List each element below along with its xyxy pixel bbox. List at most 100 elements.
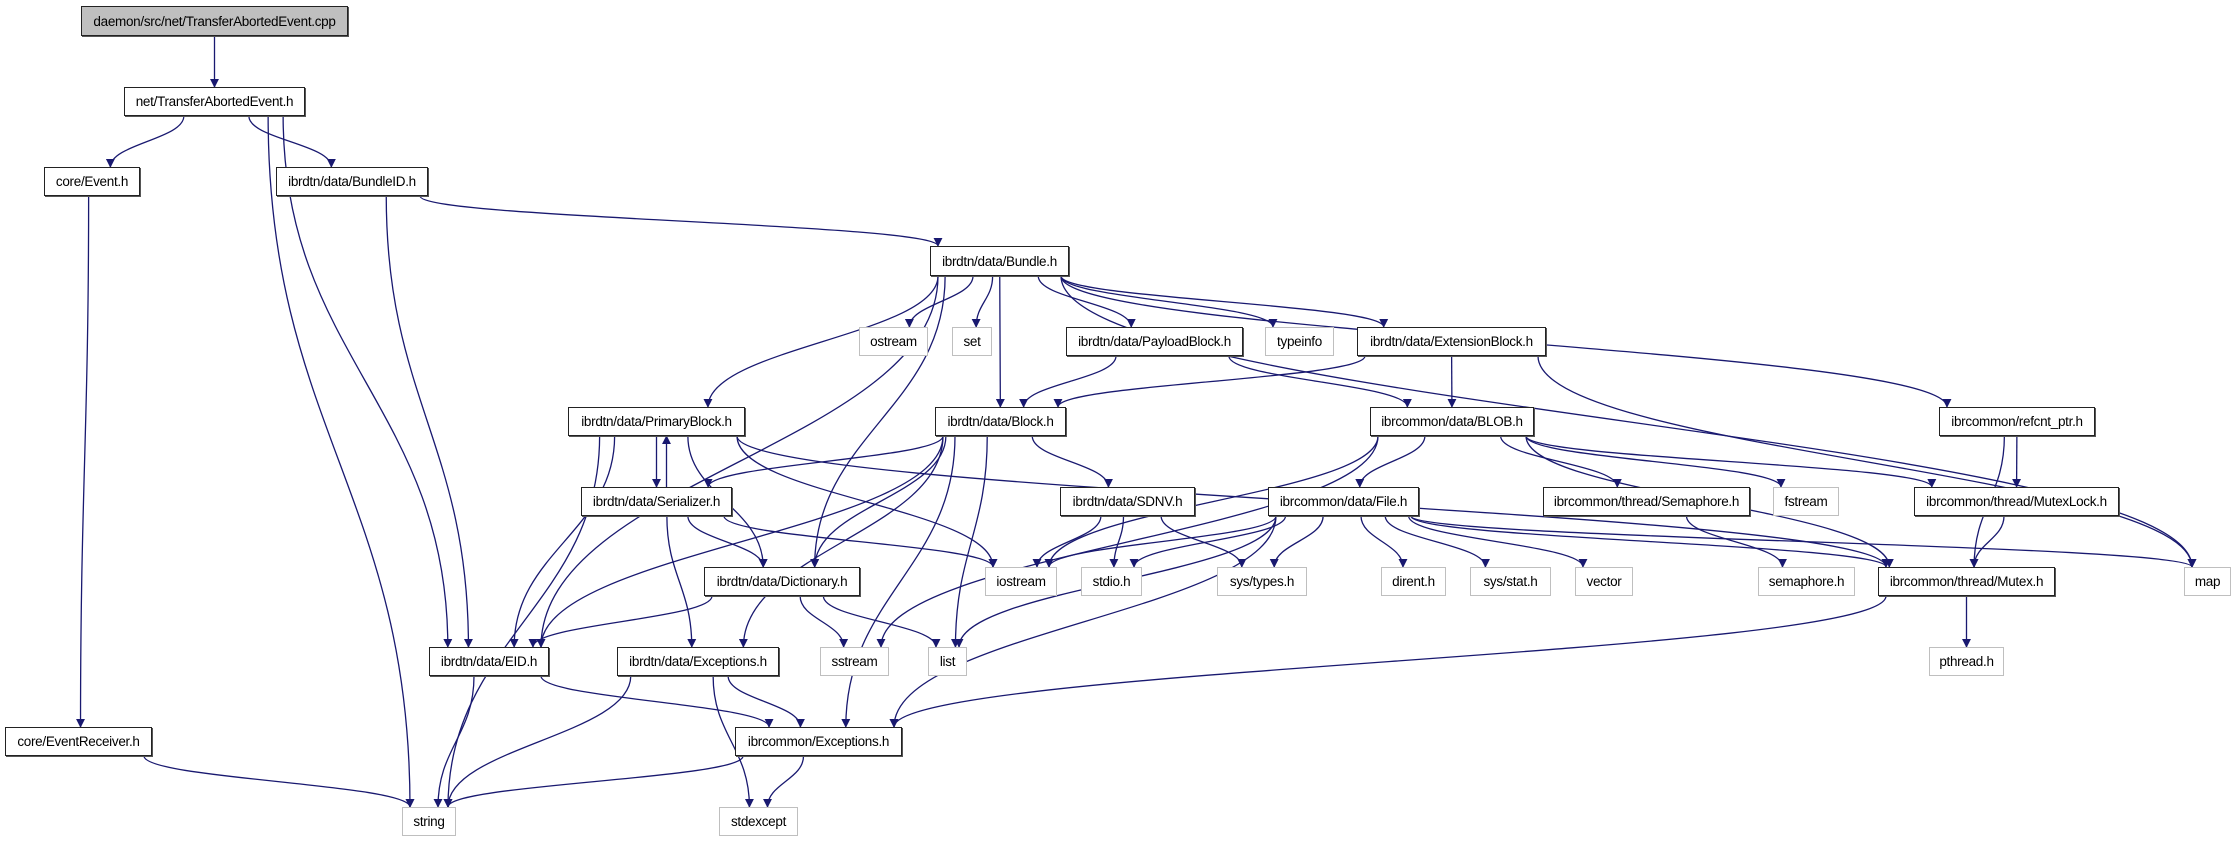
- node-label: ibrdtn/data/Serializer.h: [592, 494, 721, 509]
- edge-event-to-eventreceiver: [75, 195, 90, 728]
- node-serializer[interactable]: ibrdtn/data/Serializer.h: [581, 487, 732, 516]
- edge-extension-to-map: [1537, 355, 2197, 568]
- edge-exceptions-to-stdexcept: [712, 675, 754, 808]
- edge-file-to-stdio: [1129, 515, 1287, 568]
- edge-payload-to-blob: [1228, 355, 1412, 408]
- node-label: core/EventReceiver.h: [17, 734, 140, 749]
- node-label: sys/types.h: [1229, 574, 1295, 589]
- node-semaphore[interactable]: ibrcommon/thread/Semaphore.h: [1543, 487, 1750, 516]
- node-label: vector: [1586, 574, 1622, 589]
- node-label: ibrdtn/data/Block.h: [947, 414, 1054, 429]
- edge-bundle-to-typeinfo: [1060, 275, 1278, 328]
- node-label: ibrdtn/data/Exceptions.h: [629, 654, 767, 669]
- edge-blob-to-mutexlock: [1525, 435, 1937, 488]
- node-primary[interactable]: ibrdtn/data/PrimaryBlock.h: [568, 407, 745, 436]
- node-label: ibrdtn/data/EID.h: [440, 654, 538, 669]
- edge-blob-to-file: [1355, 435, 1426, 488]
- node-map: map: [2184, 567, 2231, 596]
- node-extension[interactable]: ibrdtn/data/ExtensionBlock.h: [1357, 327, 1546, 356]
- edge-extension-to-block: [1053, 355, 1366, 408]
- node-stdio: stdio.h: [1081, 567, 1142, 596]
- node-eventreceiver[interactable]: core/EventReceiver.h: [5, 727, 152, 756]
- node-bundleid[interactable]: ibrdtn/data/BundleID.h: [276, 167, 428, 196]
- node-label: stdio.h: [1092, 574, 1131, 589]
- edge-bundle-to-primary: [703, 275, 939, 408]
- edge-exceptions-to-icexceptions: [727, 675, 805, 728]
- node-dictionary[interactable]: ibrdtn/data/Dictionary.h: [704, 567, 860, 596]
- node-icexceptions[interactable]: ibrcommon/Exceptions.h: [735, 727, 902, 756]
- edge-serializer-to-exceptions: [666, 515, 697, 648]
- node-label: string: [413, 814, 445, 829]
- node-label: typeinfo: [1277, 334, 1322, 349]
- node-vector: vector: [1575, 567, 1633, 596]
- edge-tae-to-string: [267, 115, 415, 808]
- node-label: core/Event.h: [55, 174, 129, 189]
- node-label: fstream: [1784, 494, 1828, 509]
- edge-blob-to-iostream: [1044, 435, 1379, 568]
- node-label: list: [939, 654, 956, 669]
- node-pthread: pthread.h: [1929, 647, 2004, 676]
- edge-primary-to-eid: [509, 435, 616, 648]
- node-label: sstream: [831, 654, 878, 669]
- node-payload[interactable]: ibrdtn/data/PayloadBlock.h: [1066, 327, 1243, 356]
- edge-file-to-dirent: [1360, 515, 1408, 568]
- node-label: ibrcommon/thread/Semaphore.h: [1553, 494, 1740, 509]
- node-iostream: iostream: [985, 567, 1057, 596]
- edge-sdnv-to-systypes: [1160, 515, 1247, 568]
- node-label: ibrcommon/thread/MutexLock.h: [1926, 494, 2107, 509]
- node-label: ibrdtn/data/Bundle.h: [942, 253, 1057, 269]
- node-label: map: [2194, 574, 2221, 589]
- edge-block-to-list: [950, 435, 988, 648]
- edge-file-to-icexceptions: [889, 515, 1277, 728]
- edge-bundle-to-set: [971, 275, 994, 328]
- node-label: ibrcommon/data/BLOB.h: [1381, 414, 1523, 429]
- node-mutexlock[interactable]: ibrcommon/thread/MutexLock.h: [1914, 487, 2119, 516]
- node-blob[interactable]: ibrcommon/data/BLOB.h: [1370, 407, 1534, 436]
- node-eid[interactable]: ibrdtn/data/EID.h: [429, 647, 549, 676]
- edge-blob-to-sstream: [876, 435, 1379, 648]
- node-bundle[interactable]: ibrdtn/data/Bundle.h: [930, 246, 1069, 276]
- edge-tae-to-bundleid: [248, 115, 336, 168]
- edge-block-to-serializer: [703, 435, 944, 488]
- edge-serializer-to-dictionary: [687, 515, 768, 568]
- edge-mutexlock-to-mutex: [1969, 515, 2005, 568]
- node-block[interactable]: ibrdtn/data/Block.h: [935, 407, 1066, 436]
- node-sysstat: sys/stat.h: [1470, 567, 1551, 596]
- node-label: ibrcommon/Exceptions.h: [747, 734, 890, 749]
- edge-bundleid-to-eid: [385, 195, 473, 648]
- node-label: set: [963, 334, 981, 349]
- node-mutex[interactable]: ibrcommon/thread/Mutex.h: [1878, 567, 2055, 596]
- edge-block-to-sdnv: [1031, 435, 1113, 488]
- node-label: ibrcommon/refcnt_ptr.h: [1951, 414, 2083, 429]
- node-label: semaphore.h: [1768, 574, 1845, 589]
- node-tae[interactable]: net/TransferAbortedEvent.h: [124, 87, 305, 116]
- edge-primary-to-string: [443, 435, 601, 808]
- edge-dictionary-to-eid: [528, 595, 713, 648]
- edge-blob-to-fstream: [1525, 435, 1786, 488]
- node-event[interactable]: core/Event.h: [44, 167, 140, 196]
- node-typeinfo: typeinfo: [1265, 327, 1334, 356]
- edge-file-to-sysstat: [1384, 515, 1490, 568]
- node-semaphoreh: semaphore.h: [1758, 567, 1855, 596]
- node-label: ibrdtn/data/SDNV.h: [1072, 494, 1183, 509]
- edge-block-to-eid: [536, 435, 944, 648]
- node-cpp[interactable]: daemon/src/net/TransferAbortedEvent.cpp: [81, 6, 348, 36]
- node-exceptions[interactable]: ibrdtn/data/Exceptions.h: [617, 647, 779, 676]
- node-file[interactable]: ibrcommon/data/File.h: [1268, 487, 1419, 516]
- edge-block-to-icexceptions: [841, 435, 956, 728]
- node-string: string: [402, 807, 456, 836]
- node-refcnt[interactable]: ibrcommon/refcnt_ptr.h: [1939, 407, 2095, 436]
- node-label: ibrcommon/thread/Mutex.h: [1889, 574, 2044, 589]
- node-fstream: fstream: [1773, 487, 1839, 516]
- edge-semaphore-to-semaphoreh: [1685, 515, 1788, 568]
- edge-file-to-iostream: [1044, 515, 1277, 568]
- edge-exceptions-to-string: [443, 675, 632, 808]
- node-label: ibrdtn/data/BundleID.h: [288, 174, 416, 189]
- node-sdnv[interactable]: ibrdtn/data/SDNV.h: [1060, 487, 1195, 516]
- node-label: ibrcommon/data/File.h: [1279, 494, 1408, 509]
- node-label: ibrdtn/data/PayloadBlock.h: [1078, 334, 1231, 349]
- node-label: ibrdtn/data/Dictionary.h: [716, 574, 848, 589]
- edge-file-to-vector: [1407, 515, 1588, 568]
- edge-bundle-to-block: [995, 275, 1005, 408]
